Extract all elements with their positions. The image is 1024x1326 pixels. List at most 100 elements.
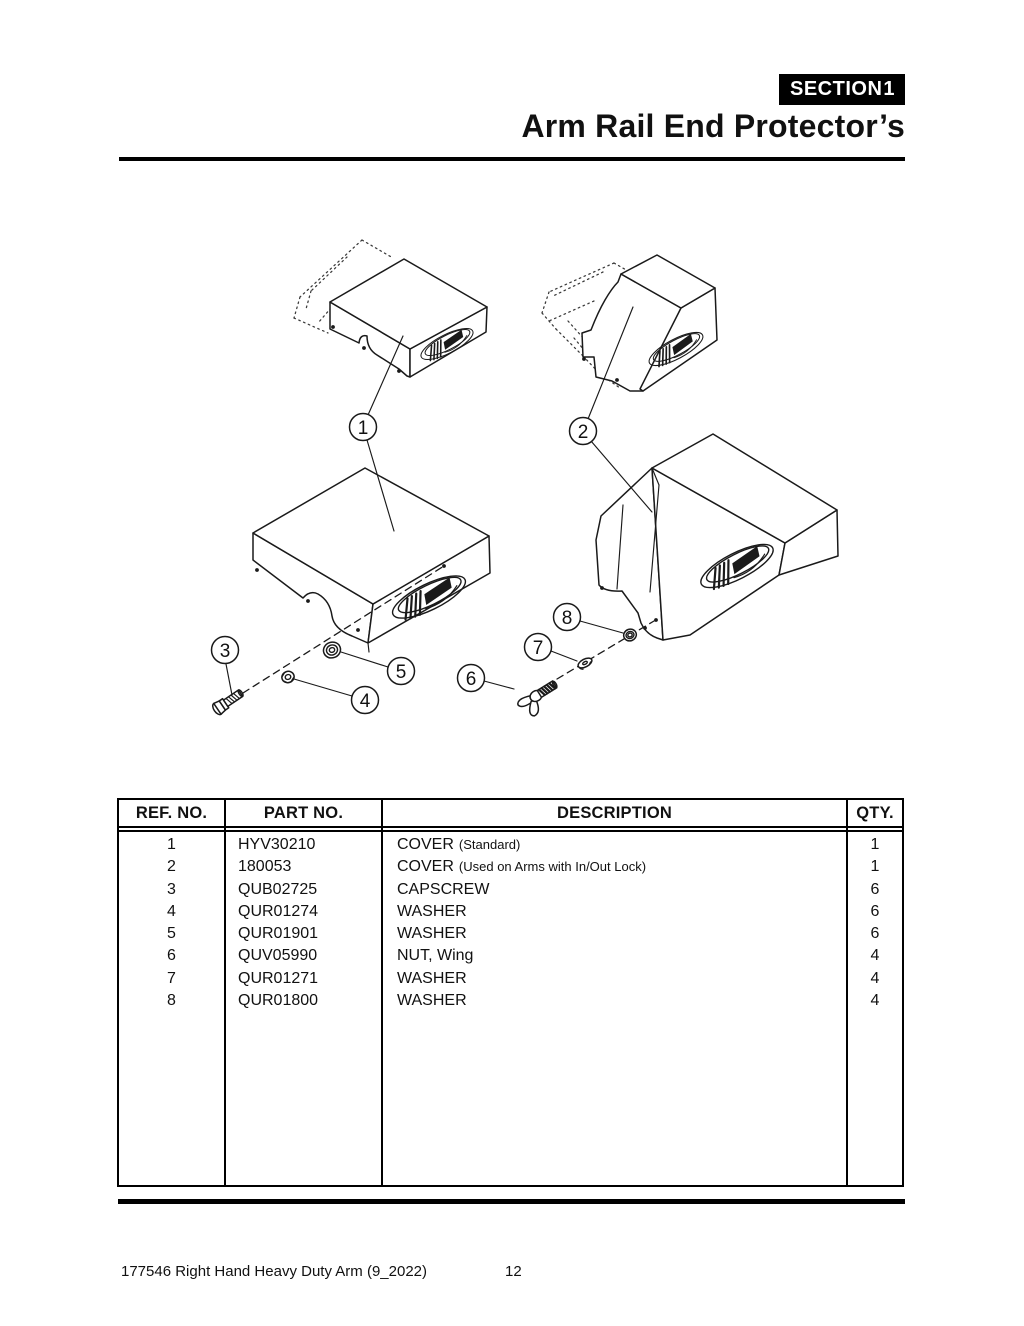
description-text: WASHER — [397, 992, 467, 1010]
flat-washer-8-drawing — [622, 628, 638, 642]
description-cell: COVER(Standard) — [383, 834, 846, 856]
qty-cell: 6 — [870, 925, 880, 943]
wing-nut-drawing — [517, 680, 558, 717]
leader-3 — [225, 663, 233, 696]
section-badge-label: SECTION — [790, 78, 883, 100]
callout-3: 3 — [210, 635, 240, 665]
leader-lines — [225, 306, 653, 697]
ref-cell: 3 — [167, 880, 176, 898]
description-note: (Used on Arms with In/Out Lock) — [458, 859, 647, 875]
ref-no-cells: 1 2 3 4 5 6 7 8 — [119, 832, 224, 1012]
part-cell: HYV30210 — [238, 836, 316, 853]
cover-inout-lock-top-drawing — [581, 254, 718, 392]
callout-7: 7 — [523, 632, 553, 662]
qty-cells: 1 1 6 6 6 4 4 4 — [848, 832, 902, 1012]
parts-diagram: 1 2 3 4 5 6 7 8 — [210, 239, 839, 717]
lock-washer-drawing — [281, 670, 295, 684]
callout-8: 8 — [552, 602, 582, 632]
leader-7 — [550, 650, 578, 662]
parts-table: REF. NO. 1 2 3 4 5 6 7 8 PART NO. HYV302… — [117, 798, 904, 1187]
svg-text:6: 6 — [466, 669, 477, 690]
ref-cell: 5 — [167, 925, 176, 943]
callout-4: 4 — [350, 685, 380, 715]
description-text: CAPSCREW — [397, 880, 490, 898]
qty-column: QTY. 1 1 6 6 6 4 4 4 — [848, 800, 902, 1185]
qty-cell: 1 — [870, 836, 880, 853]
flat-washer-5-drawing — [322, 641, 342, 659]
section-badge: SECTION 1 — [779, 74, 905, 105]
description-cell: WASHER — [383, 901, 846, 923]
flat-washer-7-drawing — [577, 657, 593, 670]
cover-inout-lock-main-drawing — [595, 433, 839, 641]
callout-2: 2 — [568, 416, 598, 446]
description-text: NUT, Wing — [397, 947, 474, 965]
ref-cell: 6 — [167, 947, 176, 965]
part-cell: QUV05990 — [238, 947, 318, 965]
col-header-description: DESCRIPTION — [383, 800, 846, 832]
leader-1-upper — [367, 335, 404, 416]
ref-cell: 7 — [167, 969, 176, 987]
mount-hole-dot — [654, 618, 658, 622]
description-text: WASHER — [397, 902, 467, 920]
description-text: COVER — [397, 858, 454, 876]
leader-6 — [483, 680, 515, 690]
qty-cell: 4 — [870, 947, 880, 965]
svg-text:1: 1 — [358, 418, 369, 439]
part-cell: QUR01274 — [238, 902, 319, 920]
svg-text:4: 4 — [360, 691, 371, 712]
description-cell: CAPSCREW — [383, 879, 846, 901]
footer-page-number: 12 — [505, 1263, 522, 1280]
ref-no-column: REF. NO. 1 2 3 4 5 6 7 8 — [119, 800, 226, 1185]
cover-standard-top-drawing — [329, 258, 488, 378]
description-text: WASHER — [397, 925, 467, 943]
page-title: Arm Rail End Protector’s — [521, 108, 905, 144]
description-cell: NUT, Wing — [383, 945, 846, 967]
svg-text:3: 3 — [220, 641, 231, 662]
cover-standard-main-drawing — [252, 467, 491, 653]
part-no-column: PART NO. HYV30210 180053 QUB02725 QUR012… — [226, 800, 383, 1185]
leader-2-upper — [587, 306, 634, 420]
leader-8 — [579, 620, 624, 634]
part-cell: QUR01271 — [238, 969, 319, 987]
col-header-part-no: PART NO. — [226, 800, 381, 832]
assembly-axis-right — [556, 620, 655, 680]
leader-4 — [293, 678, 353, 697]
part-no-cells: HYV30210 180053 QUB02725 QUR01274 QUR019… — [226, 832, 381, 1012]
svg-text:8: 8 — [562, 608, 573, 629]
assembly-axis-left — [242, 565, 445, 694]
leader-1-lower — [366, 439, 395, 532]
title-rule — [119, 157, 905, 161]
arm-rail-sketch-1 — [293, 239, 394, 334]
footer-document-title: 177546 Right Hand Heavy Duty Arm (9_2022… — [121, 1263, 428, 1280]
capscrew-drawing — [211, 689, 244, 716]
description-cell: WASHER — [383, 990, 846, 1012]
leader-2-lower — [590, 440, 653, 513]
svg-text:5: 5 — [396, 662, 407, 683]
qty-cell: 4 — [870, 969, 880, 987]
qty-cell: 6 — [870, 880, 880, 898]
footer-rule — [118, 1199, 905, 1204]
callout-1: 1 — [348, 412, 378, 442]
description-note: (Standard) — [458, 837, 521, 852]
part-cell: 180053 — [238, 858, 292, 876]
ref-cell: 8 — [167, 992, 176, 1010]
description-cell: COVER(Used on Arms with In/Out Lock) — [383, 856, 846, 878]
description-text: WASHER — [397, 969, 467, 987]
section-badge-number: 1 — [883, 78, 895, 100]
callout-6: 6 — [456, 663, 486, 693]
svg-text:7: 7 — [533, 638, 544, 659]
ref-cell: 4 — [167, 902, 176, 920]
svg-text:2: 2 — [578, 422, 589, 443]
description-cell: WASHER — [383, 968, 846, 990]
qty-cell: 4 — [870, 992, 880, 1010]
description-cells: COVER(Standard) COVER(Used on Arms with … — [383, 832, 846, 1012]
part-cell: QUB02725 — [238, 880, 318, 898]
col-header-ref-no: REF. NO. — [119, 800, 224, 832]
ref-cell: 1 — [167, 836, 176, 853]
callout-5: 5 — [386, 656, 416, 686]
leader-5 — [340, 651, 389, 668]
ref-cell: 2 — [167, 858, 176, 876]
part-cell: QUR01800 — [238, 992, 319, 1010]
qty-cell: 6 — [870, 902, 880, 920]
